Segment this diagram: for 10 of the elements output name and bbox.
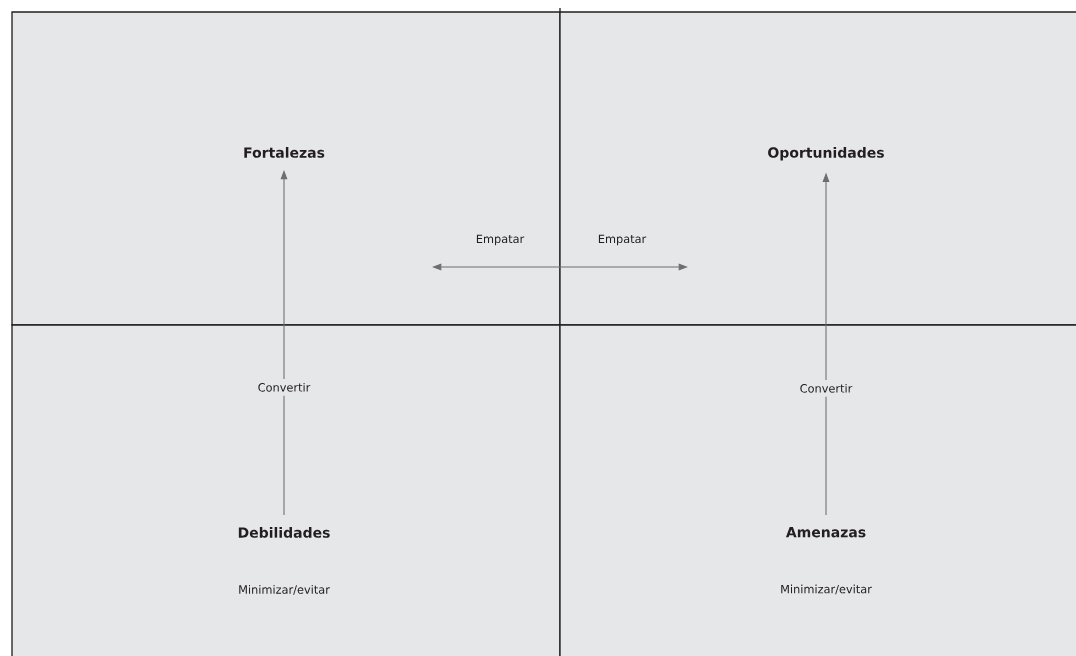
quadrant-box (559, 11, 1076, 326)
direction-label: Empatar (476, 234, 525, 246)
quadrant-box (559, 324, 1076, 656)
direction-label: Empatar (598, 234, 647, 246)
heading: Oportunidades (768, 147, 884, 161)
quadrant-box (11, 324, 561, 656)
heading: Debilidades Minimizar/evitar (238, 527, 330, 595)
quadrant-box (11, 11, 561, 326)
heading: Amenazas Minimizar/evitar (781, 527, 872, 595)
heading: Fortalezas (244, 147, 325, 158)
